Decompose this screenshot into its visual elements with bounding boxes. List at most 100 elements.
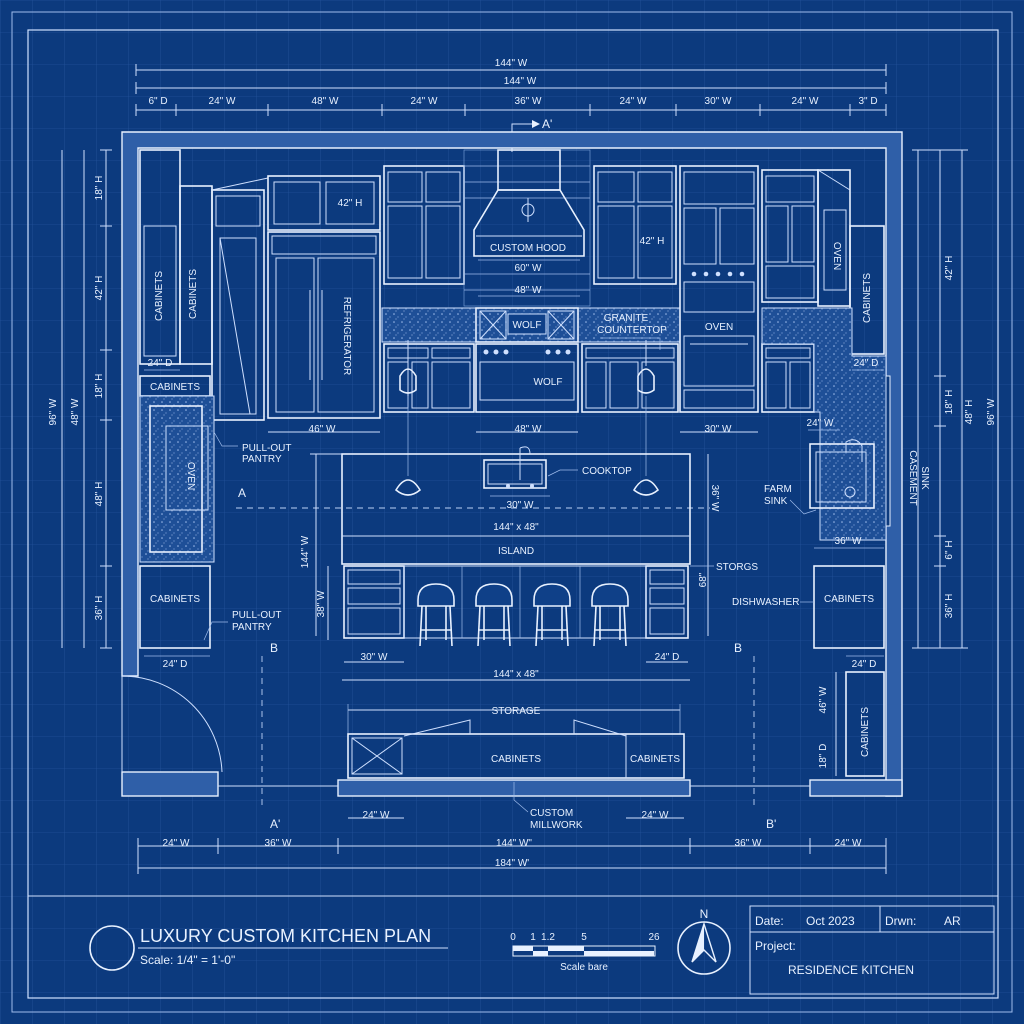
bottom-24-l: 24" W [363, 810, 390, 821]
depth-24-l: 24" D [148, 358, 173, 369]
left-d2: 42" H [94, 276, 105, 301]
depth-24-r: 24" D [854, 358, 879, 369]
oven-left: OVEN [185, 462, 196, 490]
seat-38: 38" W [316, 590, 327, 617]
top-overall-2: 144" W [504, 76, 537, 87]
island: A COOKTOP 30" W 144" x 48" ISLAND 144" W… [236, 446, 758, 681]
right-d2: 18" H [944, 390, 955, 415]
bottom-d1: 24" W [163, 838, 190, 849]
dishwasher: DISHWASHER [732, 597, 799, 608]
north-arrow: N [677, 907, 731, 975]
below-48: 48" W [515, 424, 542, 435]
right-outer-1: 96" W [986, 398, 997, 425]
plan-title: LUXURY CUSTOM KITCHEN PLAN [140, 926, 431, 946]
back-wall-run: 42" H REFRIGERATOR CUSTOM HOOD 60" W 4 [267, 149, 887, 541]
island-size-bottom: 144" x 48" [493, 669, 539, 680]
range-width: 48" W [515, 285, 542, 296]
right-d1: 42" H [944, 256, 955, 281]
custom-hood: CUSTOM HOOD [490, 243, 566, 254]
top-seg-4: 24" W [411, 96, 438, 107]
cooktop: COOKTOP [582, 466, 632, 477]
section-b-left: B [270, 641, 278, 655]
island-height: 144" W [300, 535, 311, 568]
depth-24-bl: 24" D [163, 659, 188, 670]
cabinets-r3: CABINETS [860, 707, 871, 757]
top-seg-5: 36" W [515, 96, 542, 107]
date-value: Oct 2023 [806, 914, 855, 928]
oven: OVEN [705, 322, 733, 333]
top-seg-8: 24" W [792, 96, 819, 107]
cabinets-l3: CABINETS [150, 382, 200, 393]
svg-text:1.2: 1.2 [541, 932, 555, 943]
cabinets-r2: CABINETS [824, 594, 874, 605]
right-36w: 36" W [835, 536, 862, 547]
left-d4: 48" H [94, 482, 105, 507]
top-seg-1: 6" D [148, 96, 167, 107]
hood-width: 60" W [515, 263, 542, 274]
bottom-24-r: 24" W [642, 810, 669, 821]
top-seg-9: 3" D [858, 96, 877, 107]
svg-text:A': A' [542, 117, 552, 131]
svg-text:26: 26 [648, 932, 660, 943]
cabinets-r1: CABINETS [862, 273, 873, 323]
cabinets-b1: CABINETS [491, 754, 541, 765]
section-lines-b: B B A' B' [261, 641, 776, 831]
top-seg-3: 48" W [312, 96, 339, 107]
casement-1: CASEMENT [907, 450, 918, 506]
top-dimensions: 144" W 144" W 6" D 24" W 48" W 24" W 36"… [135, 58, 887, 116]
island-sink-width: 30" W [507, 500, 534, 511]
depth-24-w-r: 24" W [807, 418, 834, 429]
bottom-d5: 24" W [835, 838, 862, 849]
title-block: LUXURY CUSTOM KITCHEN PLAN Scale: 1/4" =… [28, 895, 998, 995]
custom-2: MILLWORK [530, 820, 583, 831]
right-d3: 48" H [964, 400, 975, 425]
svg-text:5: 5 [581, 932, 587, 943]
depth-24-br: 24" D [852, 659, 877, 670]
left-d1: 18" H [94, 176, 105, 201]
island-label: ISLAND [498, 546, 534, 557]
cabinets-l4: CABINETS [150, 594, 200, 605]
date-label: Date: [755, 914, 784, 928]
pullout-pantry-2-1: PULL-OUT [232, 610, 281, 621]
svg-text:1: 1 [530, 932, 536, 943]
casement-2: SINK [919, 466, 930, 490]
uppers-42h-left: 42" H [338, 198, 363, 209]
granite-2: COUNTERTOP [597, 325, 667, 336]
back-run-dimensions: 46" W 48" W 30" W 24" W [268, 418, 840, 435]
granite-1: GRANITE [604, 313, 649, 324]
left-d3: 18" H [94, 374, 105, 399]
left-outer-2: 48" W [70, 398, 81, 425]
wolf-top: WOLF [513, 320, 542, 331]
wolf-oven: WOLF [534, 377, 563, 388]
scale-bar-label: Scale bare [560, 962, 608, 973]
bottom-d4: 36" W [735, 838, 762, 849]
pullout-pantry-2-2: PANTRY [232, 622, 272, 633]
right-46w: 46" W [818, 686, 829, 713]
drawn-label: Drwn: [885, 914, 916, 928]
project-value: RESIDENCE KITCHEN [788, 963, 914, 977]
cabinets-l1: CABINETS [154, 271, 165, 321]
island-size-top: 144" x 48" [493, 522, 539, 533]
bottom-storage: STORAGE CABINETS CABINETS CUSTOM MILLWOR… [347, 704, 685, 831]
section-b-prime-bottom: B' [766, 817, 776, 831]
project-label: Project: [755, 939, 796, 953]
pullout-pantry-top-1: PULL-OUT [242, 443, 291, 454]
sheet-border [11, 11, 1013, 1013]
island-30w: 30" W [361, 652, 388, 663]
section-a-left: A [238, 486, 246, 500]
north-label: N [700, 907, 709, 921]
farm-2: SINK [764, 496, 788, 507]
cabinets-l2: CABINETS [188, 269, 199, 319]
oven-right-2: OVEN [831, 242, 842, 270]
left-outer-1: 96" W [48, 398, 59, 425]
uppers-42h-right: 42" H [640, 236, 665, 247]
storage-right: STORGS [716, 562, 758, 573]
refrigerator: REFRIGERATOR [341, 297, 352, 376]
drawing-border [27, 29, 999, 999]
right-d5: 36" H [944, 594, 955, 619]
drawn-value: AR [944, 914, 961, 928]
island-36: 36" W [709, 485, 720, 512]
bottom-overall: 184" W' [495, 858, 529, 869]
left-dimensions: 18" H 42" H 18" H 48" H 36" H 48" W 96" … [48, 149, 112, 649]
